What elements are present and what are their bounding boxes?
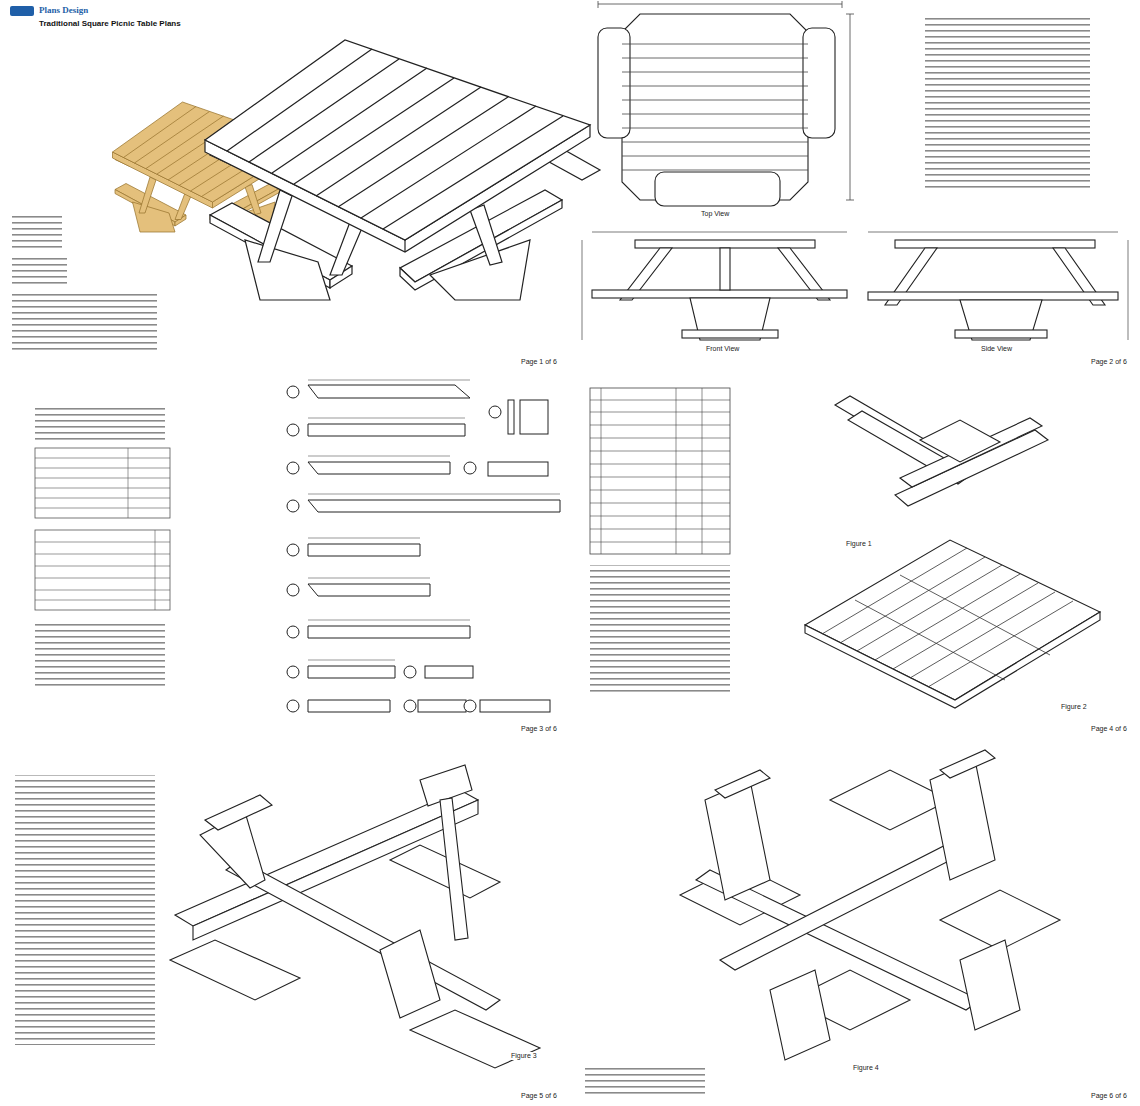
figure-label: Figure 1 [845, 540, 873, 548]
page-number: Page 4 of 6 [1090, 725, 1128, 733]
page-number: Page 2 of 6 [1090, 358, 1128, 366]
view-label: Top View [700, 210, 730, 218]
sheet-title: Traditional Square Picnic Table Plans [38, 19, 182, 28]
figure-label: Figure 3 [510, 1052, 538, 1060]
page-number: Page 3 of 6 [520, 725, 558, 733]
page-number: Page 1 of 6 [520, 358, 558, 366]
page-number: Page 5 of 6 [520, 1092, 558, 1100]
view-label: Side View [980, 345, 1013, 353]
page-number: Page 6 of 6 [1090, 1092, 1128, 1100]
figure-label: Figure 2 [1060, 703, 1088, 711]
view-label: Front View [705, 345, 740, 353]
figure-label: Figure 4 [852, 1064, 880, 1072]
brand-logo: Plans Design [38, 6, 89, 16]
